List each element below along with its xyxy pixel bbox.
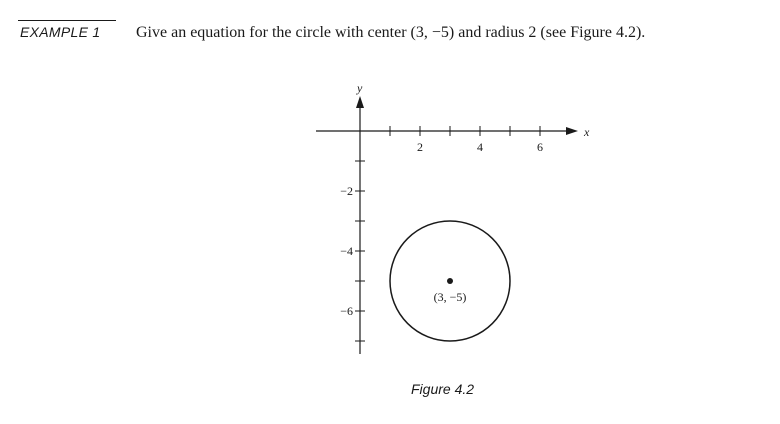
center-point bbox=[447, 278, 453, 284]
y-tick-label: −2 bbox=[340, 184, 353, 198]
x-axis-label: x bbox=[583, 125, 590, 139]
y-ticks bbox=[355, 160, 365, 342]
x-tick-label: 2 bbox=[417, 140, 423, 154]
y-axis-arrow bbox=[356, 96, 364, 108]
y-tick-label: −4 bbox=[340, 244, 353, 258]
coordinate-axes bbox=[316, 96, 578, 354]
x-axis-arrow bbox=[566, 127, 578, 135]
figure-caption: Figure 4.2 bbox=[411, 381, 475, 397]
x-tick-label: 4 bbox=[477, 140, 483, 154]
x-tick-label: 6 bbox=[537, 140, 543, 154]
center-point-label: (3, −5) bbox=[434, 290, 467, 304]
problem-statement: Give an equation for the circle with cen… bbox=[136, 24, 646, 41]
x-ticks bbox=[389, 126, 541, 136]
circle bbox=[389, 220, 511, 342]
x-tick-labels: 2 4 6 bbox=[417, 140, 543, 154]
y-axis-label: y bbox=[356, 81, 363, 95]
y-tick-labels: −2 −4 −6 bbox=[340, 184, 353, 318]
example-label: EXAMPLE 1 bbox=[20, 24, 101, 40]
y-tick-label: −6 bbox=[340, 304, 353, 318]
example-rule bbox=[18, 20, 116, 21]
